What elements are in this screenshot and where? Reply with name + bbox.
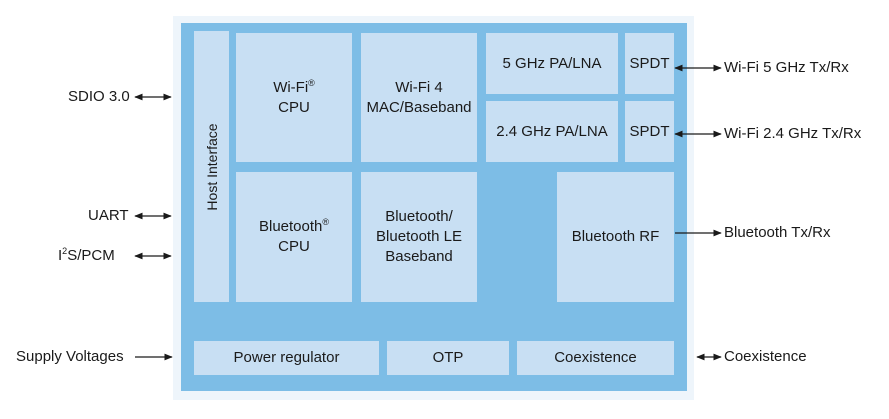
coexistence-block-label: Coexistence [554,349,637,366]
otp-block: OTP [387,341,509,375]
pa-lna-24ghz-block: 2.4 GHz PA/LNA [486,101,618,162]
power-regulator-block: Power regulator [194,341,379,375]
bluetooth-rf-label: Bluetooth RF [571,228,660,245]
bluetooth-cpu-label-line1: Bluetooth [258,218,323,235]
spdt-24ghz-label: SPDT [629,122,670,140]
pa-lna-24ghz-label: 2.4 GHz PA/LNA [496,122,608,140]
registered-mark: ® [322,217,330,227]
bluetooth-txrx-label: Bluetooth Tx/Rx [724,224,831,241]
wifi4-mac-baseband-block: Wi-Fi 4 MAC/Baseband [361,33,477,162]
i2s-pcm-label: I2S/PCM [58,246,115,265]
sdio-label: SDIO 3.0 [68,88,130,105]
host-interface-block: Host Interface [194,31,229,302]
bluetooth-cpu-block: Bluetooth® CPU [236,172,352,302]
bluetooth-baseband-label-line1: Bluetooth/ [385,208,453,225]
pa-lna-5ghz-label: 5 GHz PA/LNA [502,54,602,72]
supply-voltages-label: Supply Voltages [16,348,124,365]
wifi-24ghz-txrx-label: Wi-Fi 2.4 GHz Tx/Rx [724,125,862,142]
registered-mark: ® [308,77,315,88]
pa-lna-5ghz-block: 5 GHz PA/LNA [486,33,618,94]
bluetooth-cpu-label-line2: CPU [278,238,310,255]
bluetooth-baseband-label-line3: Baseband [385,248,453,265]
wifi-5ghz-txrx-label: Wi-Fi 5 GHz Tx/Rx [724,59,849,76]
wifi-cpu-label-line1: Wi-Fi [273,78,309,96]
bluetooth-rf-block: Bluetooth RF [557,172,674,302]
spdt-5ghz-label: SPDT [629,54,670,72]
coexistence-external-label: Coexistence [724,348,807,365]
bluetooth-baseband-block: Bluetooth/ Bluetooth LE Baseband [361,172,477,302]
wifi-cpu-block: Wi-Fi® CPU [236,33,352,162]
wifi-cpu-label-line2: CPU [278,98,310,116]
spdt-24ghz-block: SPDT [625,101,674,162]
uart-label: UART [88,207,129,224]
power-regulator-label: Power regulator [233,349,340,366]
bluetooth-baseband-label-line2: Bluetooth LE [376,228,462,245]
spdt-5ghz-block: SPDT [625,33,674,94]
wifi4-label-line2: MAC/Baseband [366,98,472,116]
otp-label: OTP [432,349,464,366]
coexistence-block: Coexistence [517,341,674,375]
wifi4-label-line1: Wi-Fi 4 [395,78,443,96]
